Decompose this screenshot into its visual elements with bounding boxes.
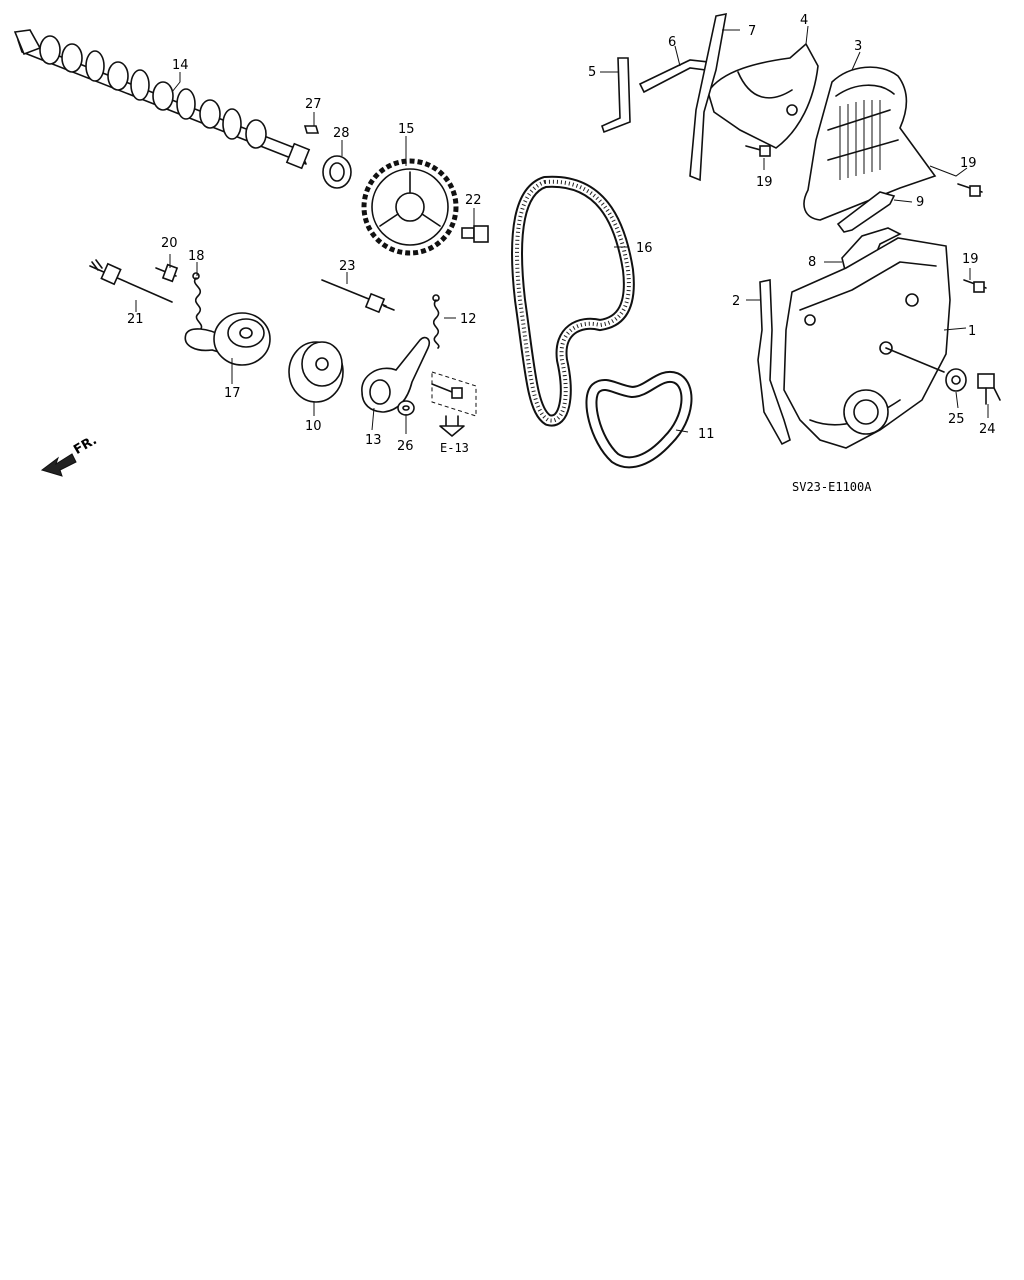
label-1: 1	[968, 324, 976, 339]
diagram-code: SV23-E1100A	[792, 480, 872, 494]
label-23: 23	[339, 259, 356, 274]
stud-bolt	[155, 263, 179, 283]
seal-9	[836, 191, 896, 233]
leader-lines	[135, 25, 989, 434]
back-cover	[707, 42, 819, 149]
label-26: 26	[397, 439, 414, 454]
crank-bolt	[977, 373, 1001, 405]
label-13: 13	[365, 433, 382, 448]
pulley-bolt	[461, 225, 489, 243]
label-7: 7	[748, 24, 756, 39]
label-8: 8	[808, 255, 816, 270]
label-2: 2	[732, 294, 740, 309]
front-arrow-icon	[40, 453, 77, 477]
return-spring	[432, 294, 440, 349]
reference-box	[431, 371, 477, 437]
upper-timing-cover	[803, 66, 937, 221]
balancer-belt	[585, 370, 693, 469]
label-25: 25	[948, 412, 965, 427]
label-15: 15	[398, 122, 415, 137]
label-14: 14	[172, 58, 189, 73]
part-labels: 1 2 3 4 5 6 7 8 9 10 11 12 13 14 15 16 1…	[127, 13, 996, 454]
label-27: 27	[305, 97, 322, 112]
label-9: 9	[916, 195, 924, 210]
label-19-c: 19	[962, 252, 979, 267]
label-6: 6	[668, 35, 676, 50]
label-10: 10	[305, 419, 322, 434]
woodruff-key	[303, 125, 320, 134]
lower-timing-cover	[783, 237, 951, 449]
idler-pulley	[288, 341, 344, 403]
label-24: 24	[979, 422, 996, 437]
seal-5	[601, 57, 631, 134]
camshaft	[13, 29, 311, 170]
seal-7	[689, 12, 727, 182]
cover-bolt-c	[963, 279, 987, 293]
label-17: 17	[224, 386, 241, 401]
label-19-a: 19	[756, 175, 773, 190]
label-11: 11	[698, 427, 715, 442]
label-22: 22	[465, 193, 482, 208]
camshaft-pulley	[361, 158, 459, 256]
front-label: FR.	[71, 433, 99, 458]
adjusting-bolt	[321, 279, 395, 314]
tensioner-spring	[192, 272, 203, 331]
label-19-b: 19	[960, 156, 977, 171]
cover-bolt-b	[957, 183, 983, 197]
reference-label: E-13	[440, 441, 469, 455]
label-4: 4	[800, 13, 808, 28]
label-18: 18	[188, 249, 205, 264]
label-3: 3	[854, 39, 862, 54]
seal-2	[757, 279, 791, 446]
adjuster-arm	[361, 336, 431, 413]
oil-seal	[322, 155, 352, 189]
label-5: 5	[588, 65, 596, 80]
label-20: 20	[161, 236, 178, 251]
timing-belt-tensioner	[184, 312, 271, 366]
long-bolt	[89, 259, 173, 303]
seal-6	[638, 59, 709, 94]
cover-bolt-a	[745, 145, 771, 157]
label-21: 21	[127, 312, 144, 327]
crank-washer	[945, 368, 967, 392]
timing-belt	[511, 175, 635, 427]
label-12: 12	[460, 312, 477, 327]
washer	[397, 400, 415, 416]
label-28: 28	[333, 126, 350, 141]
label-16: 16	[636, 241, 653, 256]
